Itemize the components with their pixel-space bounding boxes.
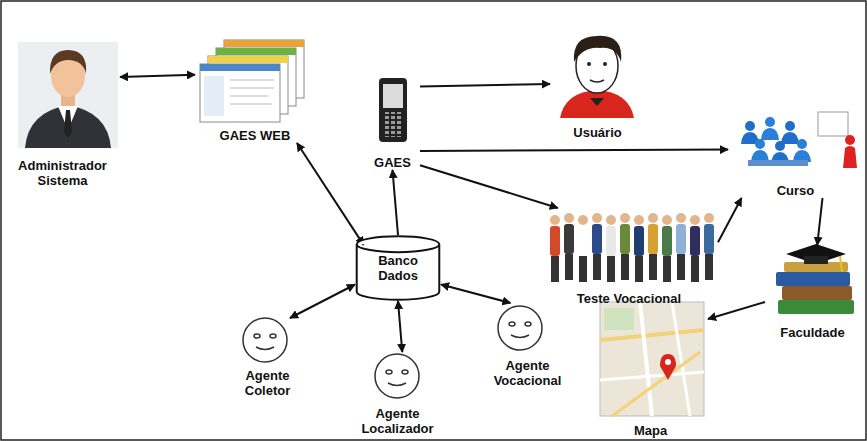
agent-node: Agente Localizador [350,352,445,436]
arrow-connector [420,165,558,208]
node-label: Faculdade [780,325,844,340]
arrow-connector [817,198,822,245]
arrow-connector [398,301,402,352]
test-node: Teste Vocacional [540,208,718,306]
system-node: GAES WEB [195,38,315,143]
arrow-connector [393,170,399,235]
node-label: Agente Vocacional [485,358,570,388]
node-label: Agente Localizador [350,406,445,436]
arrow-connector [441,285,511,304]
node-label: Usuário [573,125,621,140]
phone-icon [379,78,407,142]
arrow-connector [420,84,550,87]
node-label: Administrador Sistema [5,158,120,188]
node-label: Teste Vocacional [577,291,681,306]
node-label: Curso [777,183,815,198]
web-windows-icon [200,40,304,122]
system-node: GAES [365,75,420,170]
course-node: Curso [728,110,863,198]
actor-node: Administrador Sistema [5,40,120,188]
node-label: GAES WEB [220,128,291,143]
agent-node: Agente Coletor [230,318,305,398]
arrow-connector [708,302,765,319]
user-icon [560,36,634,118]
college-node: Faculdade [765,245,860,340]
arrow-connector [718,198,742,242]
node-label: Banco Dados [367,253,429,283]
map-node: Mapa [593,298,708,438]
arrow-connector [420,150,728,151]
node-label: GAES [374,155,411,170]
database-cylinder: Banco Dados [355,235,441,301]
actor-node: Usuário [550,38,645,140]
books-icon [776,244,854,314]
arrow-connector [290,285,355,319]
course-icon [741,112,857,168]
admin-icon [18,42,118,148]
agent-node: Agente Vocacional [485,303,570,388]
arrow-connector [297,143,364,245]
node-label: Agente Coletor [230,368,305,398]
map-icon [600,302,704,416]
node-label: Mapa [634,423,667,438]
arrow-connector [120,75,195,77]
professions-icon [550,213,714,282]
